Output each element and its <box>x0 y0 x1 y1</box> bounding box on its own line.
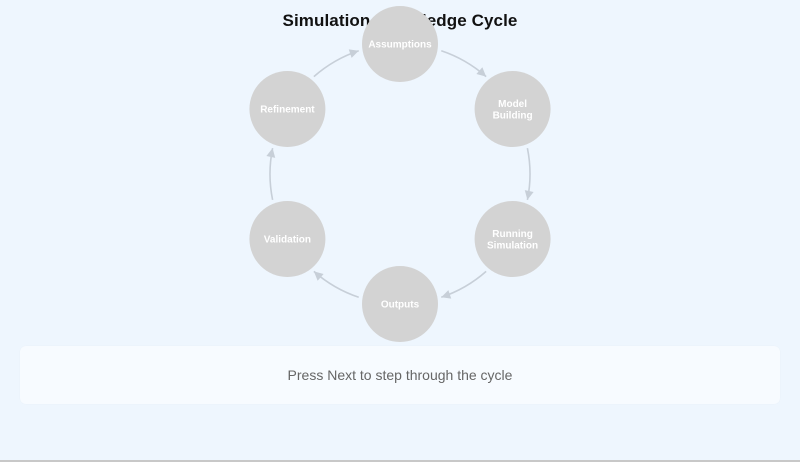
status-panel: Press Next to step through the cycle <box>20 346 780 404</box>
arrowhead-to-running-simulation <box>524 190 534 200</box>
arrowhead-to-refinement <box>266 148 276 158</box>
node-circle-model-building <box>474 71 551 147</box>
node-label-assumptions: Assumptions <box>368 40 432 51</box>
cycle-nodes: AssumptionsModelBuildingRunningSimulatio… <box>249 6 551 342</box>
node-label-model-building: Building <box>493 110 533 121</box>
arrowhead-to-outputs <box>441 290 452 299</box>
node-label-running-simulation: Simulation <box>487 240 538 251</box>
node-circle-running-simulation <box>474 201 551 277</box>
node-label-outputs: Outputs <box>381 300 420 311</box>
node-assumptions: Assumptions <box>362 6 438 82</box>
cycle-diagram: AssumptionsModelBuildingRunningSimulatio… <box>249 6 551 342</box>
node-label-model-building: Model <box>498 99 527 110</box>
node-circle-refinement <box>249 71 326 147</box>
node-circle-assumptions <box>362 6 438 82</box>
node-refinement: Refinement <box>249 71 326 147</box>
node-label-running-simulation: Running <box>492 229 533 240</box>
node-label-refinement: Refinement <box>260 105 315 116</box>
cycle-connectors <box>266 49 534 299</box>
node-outputs: Outputs <box>362 266 438 342</box>
node-label-validation: Validation <box>264 235 311 246</box>
arrowhead-to-validation <box>313 271 324 281</box>
bottom-divider <box>0 460 800 462</box>
node-validation: Validation <box>249 201 326 277</box>
arrowhead-to-assumptions <box>348 49 359 58</box>
node-circle-outputs <box>362 266 438 342</box>
node-circle-validation <box>249 201 326 277</box>
status-message: Press Next to step through the cycle <box>287 367 513 383</box>
arrowhead-to-model-building <box>476 67 487 77</box>
